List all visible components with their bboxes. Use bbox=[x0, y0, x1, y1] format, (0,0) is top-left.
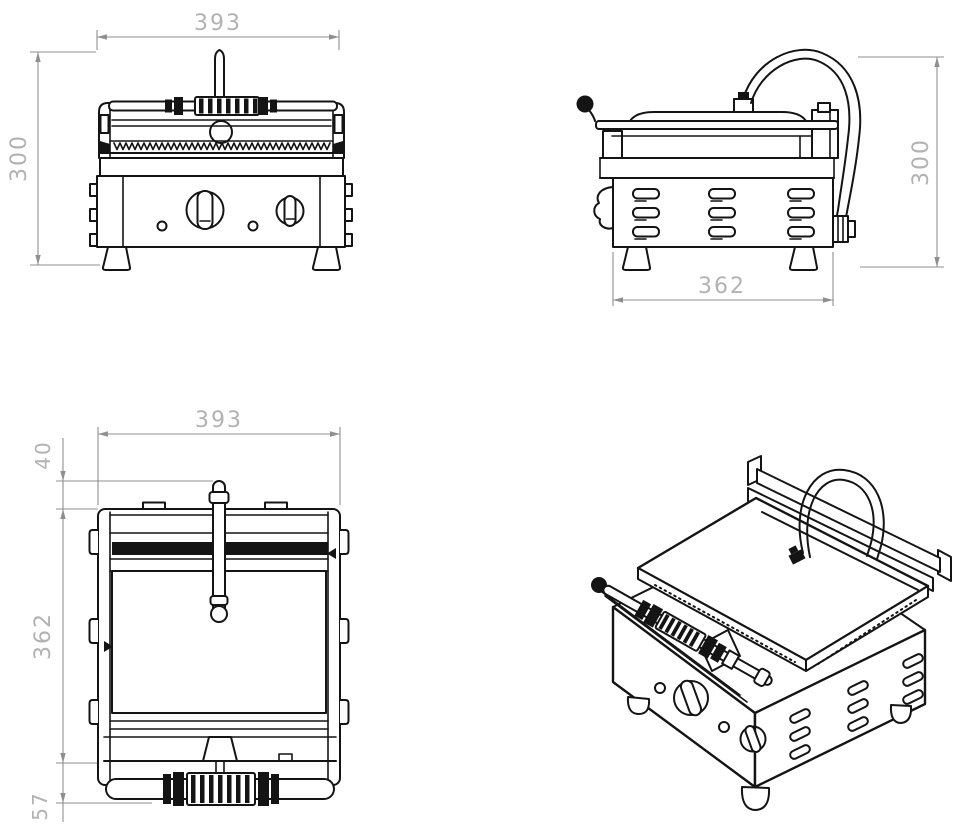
top-depth-label: 362 bbox=[31, 612, 56, 660]
top-hinge-offset-label: 57 bbox=[28, 791, 52, 820]
side-dimension-height: 300 bbox=[858, 56, 944, 268]
rear-tab bbox=[142, 501, 166, 510]
arrow-left bbox=[98, 431, 108, 437]
side-depth-label: 362 bbox=[698, 274, 746, 299]
front-machine bbox=[89, 49, 353, 271]
iso-lid bbox=[636, 496, 930, 672]
indicator-lamp bbox=[654, 682, 666, 694]
base-box bbox=[612, 177, 834, 248]
foot bbox=[889, 704, 913, 724]
rear-tab bbox=[264, 501, 288, 510]
indicator-lamp bbox=[156, 220, 168, 232]
top-machine bbox=[88, 480, 350, 806]
arrow-right bbox=[329, 34, 339, 40]
top-width-label: 393 bbox=[195, 408, 243, 433]
arrow-left bbox=[97, 34, 107, 40]
serration-dots bbox=[654, 584, 796, 663]
power-cable bbox=[742, 48, 862, 218]
side-height-label: 300 bbox=[909, 138, 934, 186]
timer-knob-small bbox=[739, 725, 767, 753]
iso-roller-handle bbox=[591, 577, 773, 687]
indicator-lamp bbox=[718, 721, 730, 733]
side-ridge bbox=[89, 233, 98, 247]
top-view: 393 40 362 57 bbox=[28, 408, 350, 822]
side-clips bbox=[88, 529, 350, 725]
foot-right bbox=[311, 246, 342, 271]
foot bbox=[626, 696, 651, 715]
rear-bracket bbox=[811, 109, 839, 159]
lid-left-bracket bbox=[99, 114, 110, 134]
side-ridge bbox=[344, 233, 353, 247]
side-ridge bbox=[344, 208, 353, 222]
lid-handle bbox=[208, 480, 230, 623]
side-view: 362 300 bbox=[576, 48, 944, 306]
hinge-block bbox=[202, 736, 238, 762]
foot bbox=[740, 786, 771, 811]
base-flange bbox=[99, 157, 344, 177]
side-machine bbox=[576, 48, 862, 271]
thermostat-knob-large bbox=[673, 679, 709, 717]
flange-edge bbox=[604, 595, 748, 703]
handle-ball bbox=[576, 95, 594, 113]
side-dimension-depth: 362 bbox=[612, 252, 834, 306]
front-dimension-width: 393 bbox=[96, 11, 340, 50]
arrow-left bbox=[613, 297, 623, 303]
lid-right-edge bbox=[805, 585, 929, 672]
vent-louvers bbox=[632, 188, 815, 240]
front-width-label: 393 bbox=[194, 11, 242, 36]
front-height-label: 300 bbox=[7, 134, 32, 182]
top-handle-offset-label: 40 bbox=[31, 440, 55, 469]
arrow-right bbox=[330, 431, 340, 437]
base-box bbox=[89, 175, 353, 248]
arrow-right bbox=[823, 297, 833, 303]
indicator-lamp bbox=[247, 220, 259, 232]
arrow-top bbox=[934, 57, 940, 67]
side-ridge bbox=[89, 208, 98, 222]
isometric-view bbox=[591, 455, 952, 811]
arrow-bottom bbox=[934, 257, 940, 267]
side-ridge bbox=[344, 183, 353, 197]
front-grip-bar bbox=[105, 772, 335, 806]
front-view: 393 300 bbox=[7, 11, 353, 271]
iso-power-cable bbox=[788, 468, 885, 565]
grill-plate-serration bbox=[100, 140, 343, 154]
lid-right-bracket bbox=[333, 114, 344, 134]
top-dimension-width: 393 bbox=[97, 408, 341, 505]
foot-left bbox=[101, 246, 132, 271]
handle-rail bbox=[595, 120, 839, 130]
thermostat-knob-large bbox=[185, 190, 225, 230]
handle-bar bbox=[108, 96, 338, 116]
flange-edge bbox=[597, 588, 741, 696]
handle-pin bbox=[214, 49, 225, 102]
front-dimension-height: 300 bbox=[7, 51, 100, 266]
arrow-bottom bbox=[35, 255, 41, 265]
cable-gland bbox=[832, 215, 856, 243]
foot-left bbox=[621, 246, 652, 271]
front-bracket bbox=[602, 130, 623, 159]
upper-plate bbox=[629, 111, 807, 122]
lid-center-knob bbox=[209, 120, 233, 144]
foot-right bbox=[788, 246, 819, 271]
top-stacked-dimensions: 40 362 57 bbox=[28, 438, 213, 822]
latch bbox=[593, 186, 614, 230]
side-ridge bbox=[89, 183, 98, 197]
arrow-top bbox=[35, 52, 41, 62]
timer-knob-small bbox=[275, 195, 305, 227]
